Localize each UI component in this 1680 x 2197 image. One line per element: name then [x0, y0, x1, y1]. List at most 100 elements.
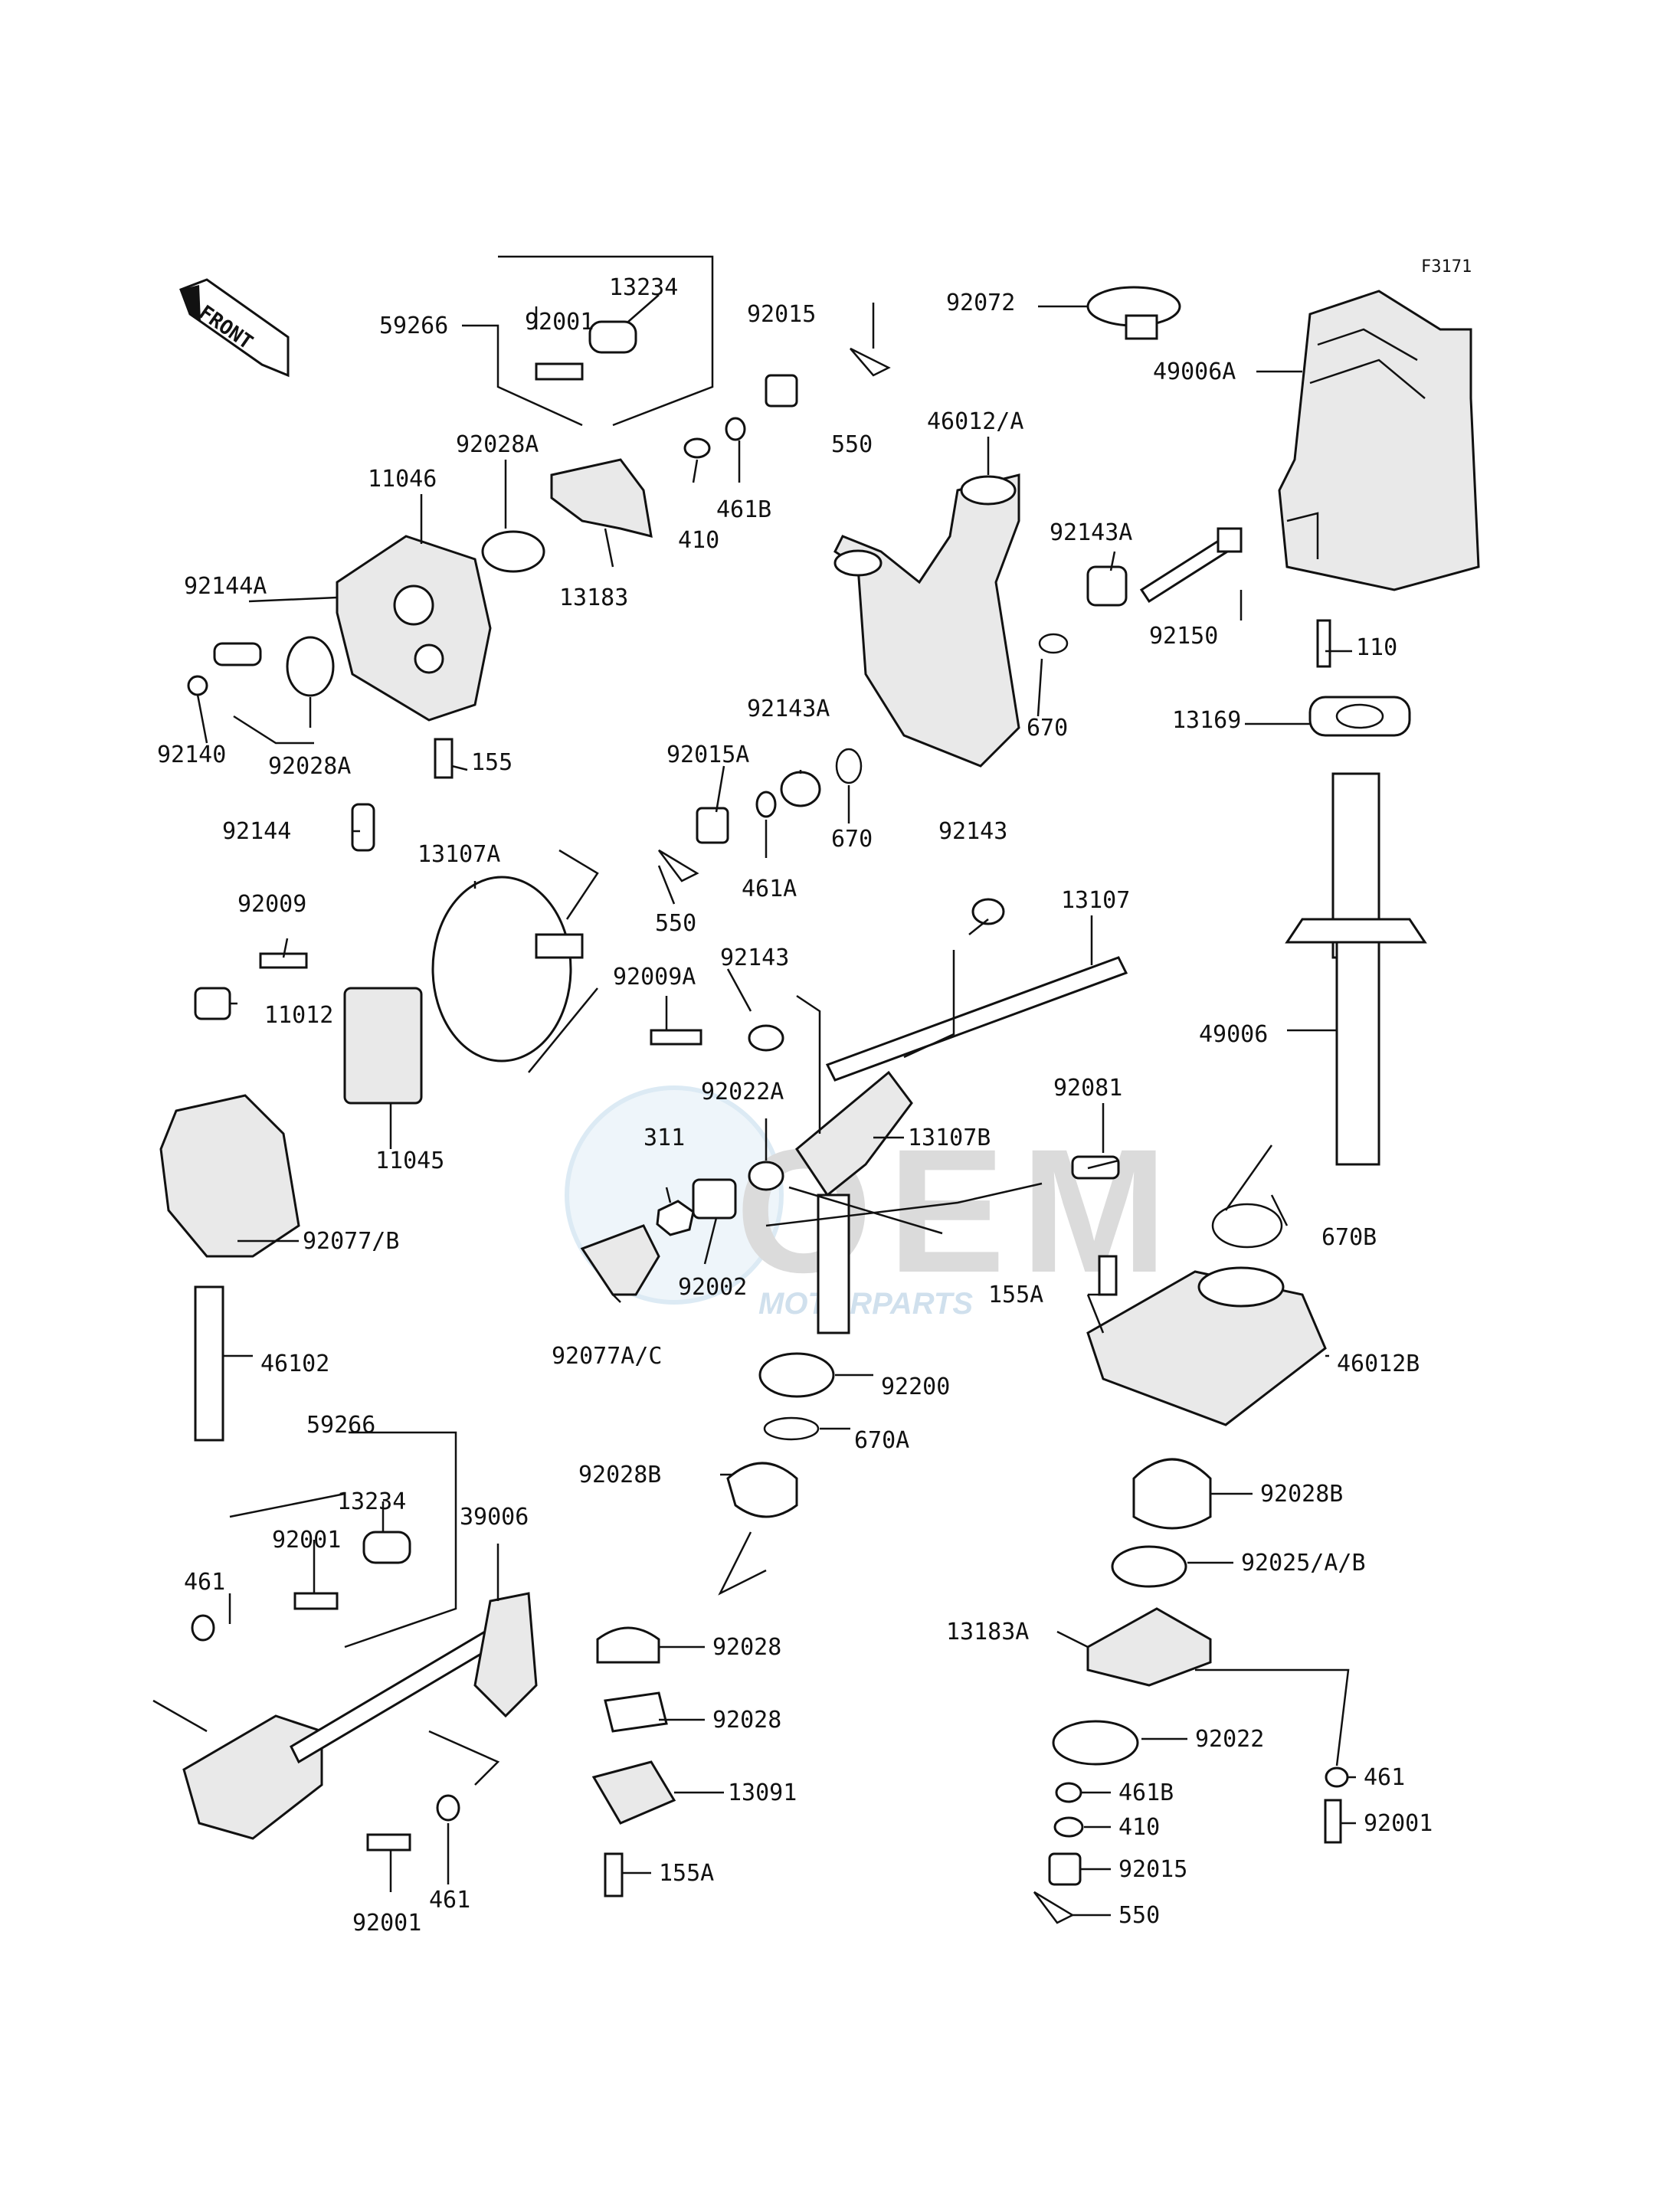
bush-92028b-right [1132, 1458, 1212, 1530]
washer-410-top [683, 437, 711, 459]
rubber-cover-49006a [1278, 290, 1480, 591]
callout-92001-top: 92001 [525, 309, 594, 336]
ball-joint-92001-left [293, 1592, 339, 1610]
cotter-pin-550-mid [658, 849, 699, 882]
callout-92009A: 92009A [613, 964, 696, 990]
callout-550-top: 550 [831, 431, 873, 458]
bolt-92150 [1139, 527, 1243, 604]
callout-11045: 11045 [375, 1148, 444, 1174]
callout-92143A-mid: 92143A [747, 696, 830, 722]
housing-11046 [336, 535, 492, 722]
callout-410-bottom: 410 [1118, 1814, 1160, 1841]
callout-670-mid: 670 [831, 826, 873, 853]
clip-461b-top [725, 417, 746, 441]
arm-13107b [795, 1070, 913, 1334]
bush-92028-upper [596, 1626, 660, 1664]
block-11012 [194, 987, 231, 1020]
callout-92077AC: 92077A/C [552, 1343, 663, 1370]
callout-461B-bottom: 461B [1118, 1780, 1174, 1806]
nut-92015a [696, 807, 729, 844]
callout-670-top: 670 [1027, 715, 1068, 742]
bolt-155-top [434, 738, 454, 779]
housing-46012b [1086, 1266, 1327, 1426]
callout-13107: 13107 [1061, 887, 1130, 914]
joint-13234-bottom [362, 1531, 411, 1564]
rod-46102 [194, 1285, 224, 1442]
callout-11046: 11046 [368, 466, 437, 493]
callout-92015-top: 92015 [747, 301, 816, 328]
callout-13169: 13169 [1172, 707, 1241, 734]
callout-92150: 92150 [1149, 623, 1218, 650]
cotter-pin-550-bottom [1033, 1891, 1075, 1924]
callout-13107A: 13107A [418, 841, 500, 868]
callout-92002: 92002 [678, 1274, 747, 1301]
callout-461-left: 461 [184, 1569, 225, 1596]
callout-92028A-top: 92028A [456, 431, 539, 458]
lever-assembly-39006 [182, 1592, 538, 1840]
guide-11045 [343, 987, 423, 1105]
bush-92028b-left [726, 1462, 798, 1518]
ball-joint-92001-right [1324, 1799, 1342, 1844]
callout-46012A: 46012/A [927, 408, 1023, 435]
ball-joint-92001-top [535, 362, 584, 381]
callout-461B-top: 461B [716, 496, 771, 523]
washer-92025ab [1111, 1545, 1187, 1588]
callout-13183A: 13183A [946, 1619, 1029, 1645]
ball-joint-92001-bottom [366, 1833, 411, 1852]
callout-59266-top: 59266 [379, 313, 448, 339]
bolt-155a-right [1098, 1255, 1118, 1296]
callout-92144: 92144 [222, 818, 291, 845]
callout-461-right: 461 [1364, 1764, 1405, 1791]
bolt-110 [1316, 619, 1331, 668]
clamp-13091 [591, 1760, 676, 1825]
clip-461-right [1325, 1766, 1349, 1788]
nut-92002 [692, 1178, 737, 1220]
steering-column-49006 [1285, 772, 1427, 1166]
clamp-92072 [1086, 286, 1181, 340]
nut-311 [656, 1200, 695, 1236]
callout-550-mid: 550 [655, 910, 696, 937]
callout-92081: 92081 [1053, 1075, 1122, 1102]
washer-92028a [286, 636, 335, 697]
callout-92001-right: 92001 [1364, 1810, 1433, 1837]
spring-92081 [1071, 1155, 1120, 1180]
spring-92144 [351, 803, 375, 852]
bolt-155a-bottom [604, 1852, 624, 1897]
leader-lines [152, 255, 1356, 1917]
shaft-13107 [825, 956, 1128, 1082]
lever-13183a [1086, 1607, 1212, 1687]
callout-92144A: 92144A [184, 573, 267, 600]
callout-92077B: 92077/B [303, 1228, 399, 1255]
callout-13234-top: 13234 [609, 274, 678, 301]
collar-92143-lower [748, 1024, 784, 1052]
callout-49006: 49006 [1199, 1021, 1268, 1048]
callout-13234-bottom: 13234 [337, 1488, 406, 1515]
callout-461A: 461A [742, 876, 797, 902]
nut-92015-bottom [1048, 1852, 1082, 1886]
callout-labels: F3171 59266 13234 92001 92015 550 92072 … [157, 257, 1472, 1937]
callout-92143A-top: 92143A [1050, 519, 1132, 546]
boot-92077ac [580, 1224, 660, 1296]
boot-92077b [159, 1094, 300, 1258]
callout-92025AB: 92025/A/B [1241, 1550, 1366, 1577]
callout-92028B-right: 92028B [1260, 1481, 1343, 1508]
callout-155A-bottom: 155A [659, 1860, 714, 1887]
o-ring-670a-shape [763, 1416, 820, 1441]
clip-461-left [191, 1614, 215, 1642]
callout-59266-bottom: 59266 [306, 1412, 375, 1439]
watermark-text: MOTORPARTS [758, 1287, 973, 1321]
callout-92009: 92009 [237, 891, 306, 918]
callout-92072: 92072 [946, 290, 1015, 316]
clip-461b-bottom [1055, 1782, 1082, 1803]
callout-46012B: 46012B [1337, 1351, 1420, 1377]
callout-92143-upper: 92143 [938, 818, 1007, 845]
washer-410-bottom [1053, 1816, 1084, 1838]
o-ring-670-top-shape [1038, 633, 1069, 654]
gasket-13169 [1308, 696, 1411, 737]
front-arrow-icon: FRONT [179, 278, 290, 378]
callout-92001-bottom: 92001 [352, 1910, 421, 1937]
callout-550-bottom: 550 [1118, 1902, 1160, 1929]
washer-92022a [748, 1161, 784, 1191]
callout-11012: 11012 [264, 1002, 333, 1029]
callout-155A-right: 155A [988, 1282, 1043, 1308]
